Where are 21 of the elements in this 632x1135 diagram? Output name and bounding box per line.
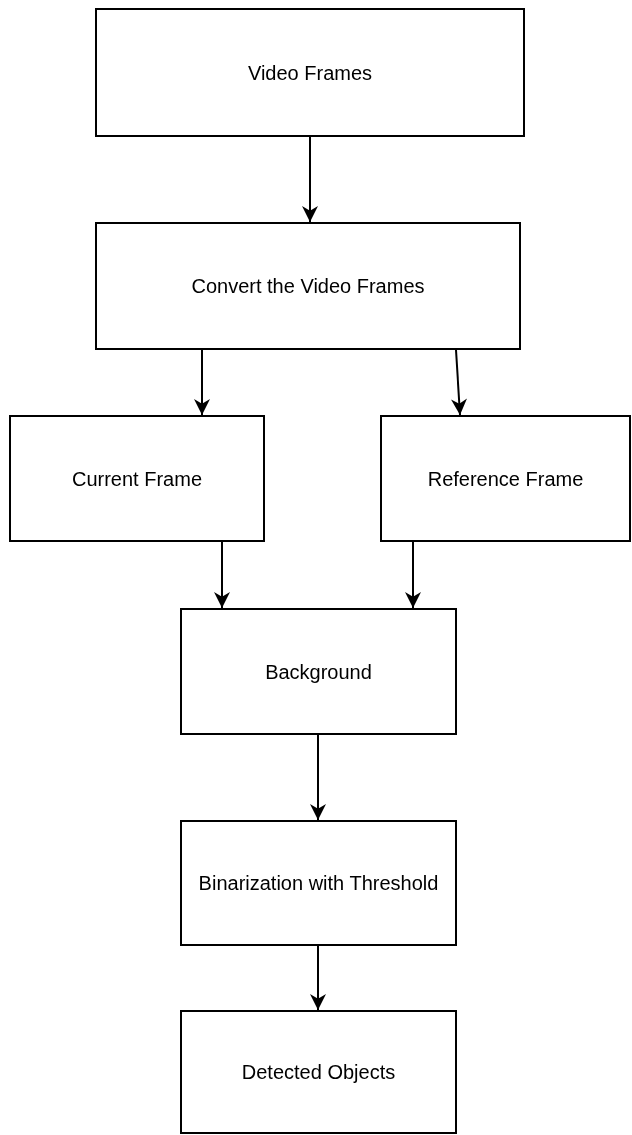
arrow <box>302 136 318 223</box>
process-box <box>180 1010 457 1134</box>
process-box <box>95 8 525 137</box>
arrow <box>405 541 421 609</box>
box-label: Binarization with Threshold <box>198 871 439 896</box>
box-label: Video Frames <box>247 60 373 86</box>
arrow <box>451 349 467 416</box>
process-box <box>180 608 457 735</box>
box-label: Reference Frame <box>427 466 584 492</box>
box-label: Background <box>265 659 372 685</box>
process-box <box>380 415 631 542</box>
arrow <box>214 541 230 609</box>
process-box <box>180 820 457 946</box>
arrow <box>310 734 326 821</box>
box-label: Current Frame <box>72 466 202 492</box>
arrow <box>194 349 210 416</box>
arrow <box>310 945 326 1011</box>
box-label: Detected Objects <box>241 1060 396 1085</box>
process-box <box>95 222 521 350</box>
box-label: Convert the Video Frames <box>191 274 425 299</box>
process-box <box>9 415 265 542</box>
